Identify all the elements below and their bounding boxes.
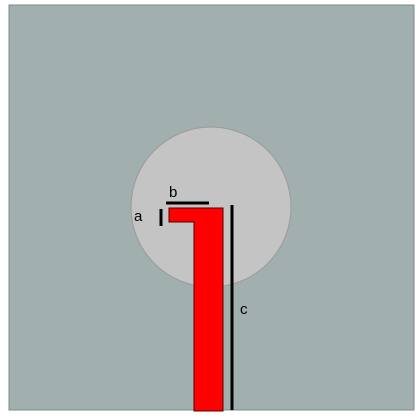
label-a: a (134, 208, 143, 225)
feed-strip (168, 207, 224, 412)
label-c: c (240, 301, 248, 318)
label-b: b (169, 184, 177, 201)
